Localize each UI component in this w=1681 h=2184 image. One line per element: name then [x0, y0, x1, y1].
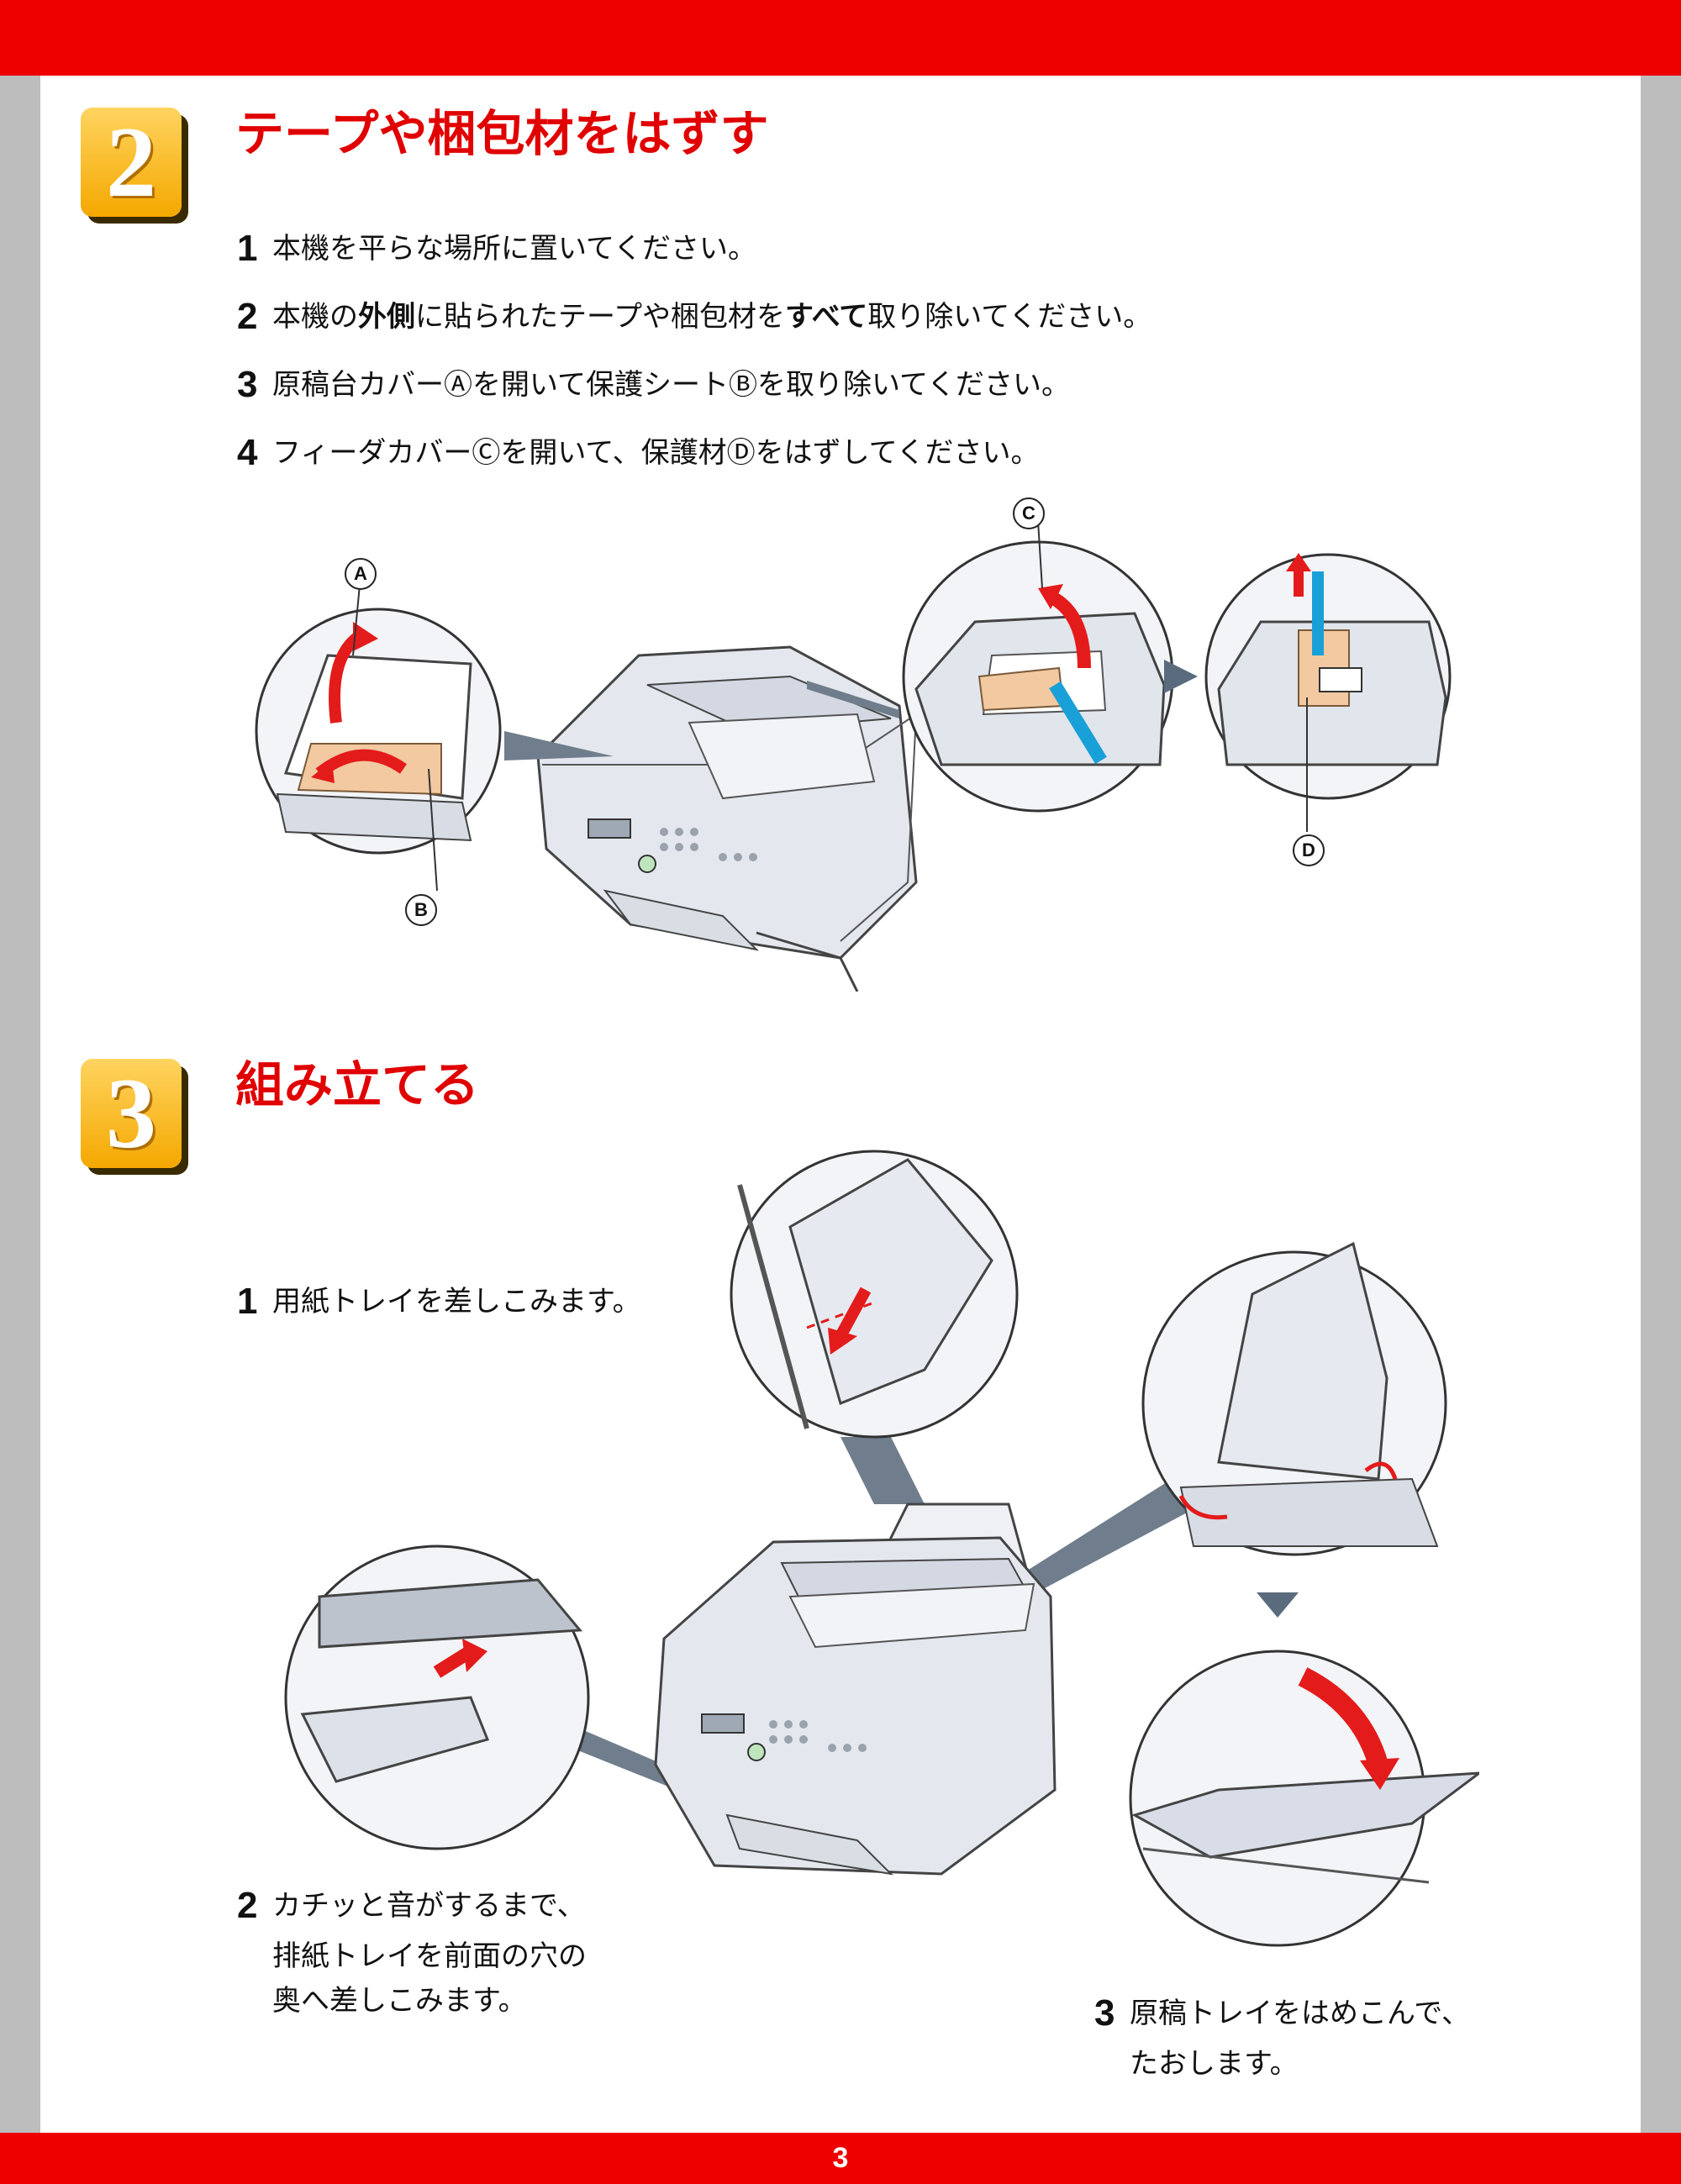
s2-step-2-number: 2	[237, 296, 258, 337]
printer-assembly-illustration	[654, 1502, 1057, 1876]
s3-step-2-line-1: カチッと音がするまで、	[272, 1889, 586, 1923]
section-2-badge: 2	[81, 108, 182, 217]
s2-step-3-text: 原稿台カバーⒶを開いて保護シートⒷを取り除いてください。	[272, 368, 1070, 402]
s3-step-1-number: 1	[237, 1281, 258, 1322]
s3-step-3-line-1: 原稿トレイをはめこんで、	[1130, 1997, 1470, 2030]
bottom-red-bar	[0, 2133, 1681, 2184]
s3-step-3: 3 原稿トレイをはめこんで、 たおします。	[1094, 1985, 1470, 2087]
label-d: D	[1293, 834, 1325, 866]
section-3-title: 組み立てる	[235, 1056, 480, 1113]
callout-feeder-cover	[902, 520, 1174, 813]
section-2-badge-number: 2	[106, 106, 156, 218]
label-c: C	[1013, 497, 1045, 529]
s2-step-2-pre: 本機の	[272, 300, 358, 334]
s2-step-2-bold-outside: 外側	[358, 300, 415, 334]
s3-step-2: 2 カチッと音がするまで、 排紙トレイを前面の穴の 奥へ差しこみます。	[237, 1877, 587, 2023]
callout-protective-material	[1204, 553, 1452, 832]
label-b: B	[405, 894, 437, 926]
s2-step-2-post: 取り除いてください。	[867, 300, 1152, 334]
s3-step-1-text: 用紙トレイを差しこみます。	[272, 1285, 641, 1318]
label-a: A	[345, 558, 377, 590]
s3-step-2-line-2: 排紙トレイを前面の穴の	[272, 1939, 587, 1974]
s2-step-1-number: 1	[237, 228, 258, 269]
s3-step-3-number: 3	[1094, 1992, 1115, 2034]
s2-step-1-text: 本機を平らな場所に置いてください。	[272, 232, 756, 266]
section-3-badge-number: 3	[106, 1057, 156, 1169]
s3-step-1: 1 用紙トレイを差しこみます。	[237, 1273, 641, 1330]
s3-step-2-number: 2	[237, 1885, 258, 1926]
s2-step-3: 3 原稿台カバーⒶを開いて保護シートⒷを取り除いてください。	[237, 356, 1070, 413]
page-number: 3	[832, 2142, 849, 2174]
s2-step-4-text: フィーダカバーⒸを開いて、保護材Ⓓをはずしてください。	[272, 436, 1040, 470]
s2-step-4: 4 フィーダカバーⒸを開いて、保護材Ⓓをはずしてください。	[237, 424, 1040, 482]
s2-step-2-bold-all: すべて	[784, 300, 868, 334]
down-arrow-icon	[1257, 1592, 1299, 1618]
callout-document-tray-install	[1141, 1241, 1447, 1556]
top-red-bar	[0, 0, 1681, 76]
s2-step-4-number: 4	[237, 432, 258, 473]
s3-step-3-line-2: たおします。	[1130, 2047, 1299, 2081]
s2-step-2: 2 本機の外側に貼られたテープや梱包材をすべて取り除いてください。	[237, 288, 1151, 345]
s2-step-3-number: 3	[237, 364, 258, 405]
s2-step-1: 1 本機を平らな場所に置いてください。	[237, 220, 756, 277]
callout-document-cover	[255, 566, 502, 892]
callout-output-tray	[284, 1545, 590, 1850]
section-3-illustration	[284, 1150, 1479, 1947]
next-step-arrow-icon	[1164, 660, 1198, 693]
s3-step-2-line-3: 奥へ差しこみます。	[272, 1983, 527, 2018]
s2-step-2-mid: に貼られたテープや梱包材を	[415, 300, 785, 334]
section-2-illustration	[255, 520, 1452, 992]
section-3-badge: 3	[81, 1059, 182, 1168]
callout-paper-tray	[730, 1150, 1019, 1439]
section-2-title: テープや梱包材をはずす	[235, 105, 769, 162]
printer-illustration	[536, 645, 918, 992]
callout-document-tray-fold	[1129, 1650, 1479, 1947]
